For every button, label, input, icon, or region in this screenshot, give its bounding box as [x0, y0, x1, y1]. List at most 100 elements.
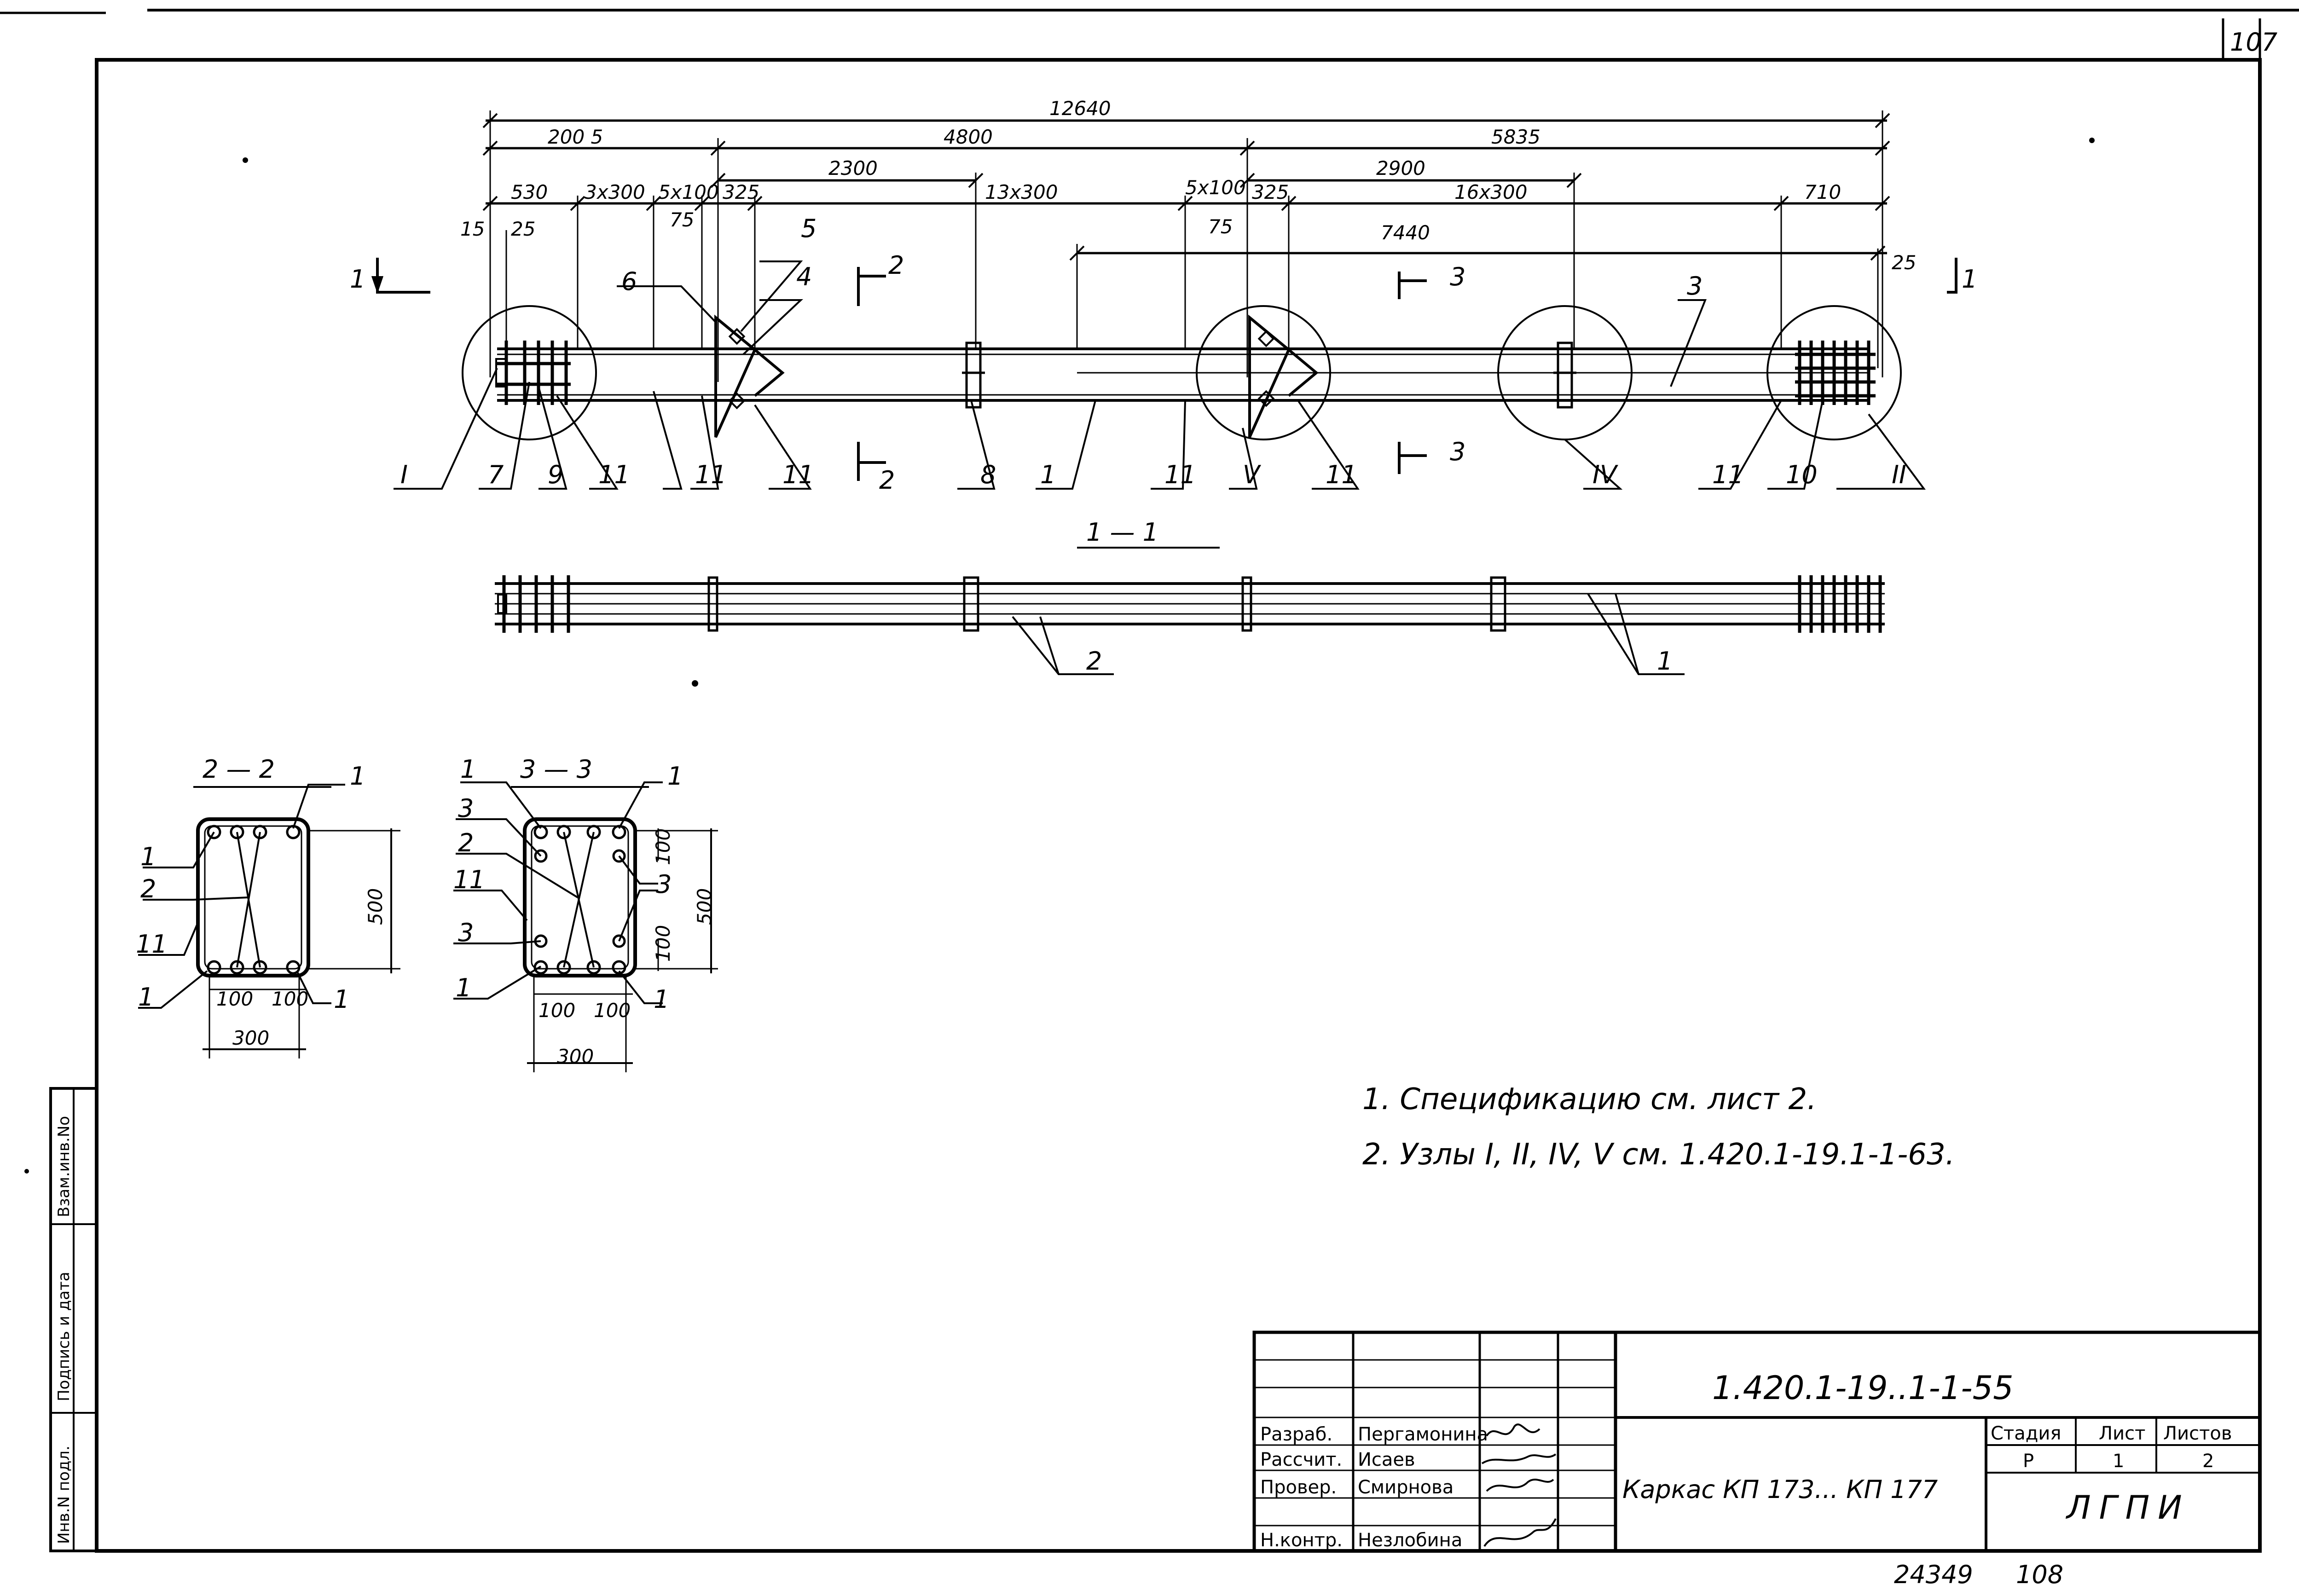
section-3-3-d100-a: 100 — [652, 828, 674, 865]
plan-dimension-texts: 12640 200 5 4800 5835 2300 2900 530 3x30… — [460, 97, 1916, 274]
pos-7: 7 — [488, 460, 504, 489]
section-3-3-d100-c: 100 — [539, 999, 575, 1022]
section-3-3-label-1: 1 — [460, 755, 476, 784]
stage-value: Р — [2023, 1451, 2034, 1472]
section-3-3-height: 500 — [693, 888, 716, 925]
dim-4800: 4800 — [944, 126, 993, 148]
drawing-frame — [95, 18, 2262, 1553]
elevation-1-1 — [495, 547, 1885, 675]
plan-view — [371, 110, 1957, 490]
pos-11-f: 11 — [1712, 460, 1744, 489]
section-2-top: 2 — [888, 251, 904, 280]
elevation-title: 1 — 1 — [1086, 518, 1158, 547]
pos-3: 3 — [1687, 272, 1703, 301]
side-stamp-replace: Взам.инв.No — [55, 1116, 73, 1217]
dim-2005: 200 5 — [548, 126, 603, 148]
pos-11-e: 11 — [1326, 460, 1357, 489]
section-2-2-label-4: 11 — [136, 930, 168, 959]
sheets-header: Листов — [2163, 1423, 2232, 1444]
name-calculated: Исаев — [1358, 1449, 1415, 1470]
signatures — [1481, 1423, 1557, 1547]
archive-number: 24349 — [1894, 1560, 1973, 1589]
section-2-bottom: 2 — [879, 466, 895, 495]
node-I: I — [400, 460, 408, 489]
pos-6: 6 — [621, 267, 637, 296]
elevation-pos-1: 1 — [1657, 647, 1673, 676]
side-stamp-inv: Инв.N подл. — [55, 1446, 73, 1544]
section-2-2-label-1: 1 — [350, 762, 365, 791]
dim-325-b: 325 — [1252, 181, 1289, 203]
section-3-3-width: 300 — [557, 1045, 594, 1068]
pos-11-b: 11 — [695, 460, 727, 489]
pos-5: 5 — [801, 214, 817, 243]
section-3-3-label-3: 3 — [458, 794, 474, 823]
section-3-3-d100-d: 100 — [594, 999, 631, 1022]
pos-11-c: 11 — [782, 460, 814, 489]
section-2-2-title: 2 — 2 — [203, 755, 275, 784]
section-2-2-label-2: 1 — [140, 842, 156, 871]
dim-2300: 2300 — [828, 157, 878, 179]
plan-labels: 1 1 2 2 3 3 6 5 4 3 I 7 9 11 11 11 8 1 1… — [350, 214, 1977, 495]
dim-3x300: 3x300 — [585, 181, 645, 203]
dim-325-a: 325 — [723, 181, 759, 203]
name-norm-control: Незлобина — [1358, 1530, 1462, 1551]
title-block — [1252, 1330, 2262, 1553]
node-V: V — [1243, 460, 1262, 489]
section-3-3-title: 3 — 3 — [520, 755, 592, 784]
section-2-2-label-5: 1 — [138, 983, 154, 1012]
section-3-bottom: 3 — [1450, 437, 1465, 466]
section-3-3-label-9: 3 — [656, 870, 672, 899]
dim-25-b: 25 — [1892, 251, 1916, 274]
role-norm-control: Н.контр. — [1260, 1530, 1343, 1551]
pos-9: 9 — [548, 460, 563, 489]
dim-total: 12640 — [1049, 97, 1111, 120]
role-developer: Разраб. — [1260, 1424, 1332, 1445]
dim-5x100-b: 5x100 — [1185, 176, 1246, 199]
section-3-3-label-4: 2 — [458, 828, 474, 857]
node-II: II — [1892, 460, 1906, 489]
notes: 1. Спецификацию см. лист 2. 2. Узлы I, I… — [1362, 1082, 1955, 1172]
stray-dots — [24, 138, 2095, 1174]
pos-4: 4 — [796, 262, 812, 291]
section-3-3-label-2: 1 — [667, 762, 683, 791]
page-number-top: 107 — [2230, 28, 2277, 57]
section-3-3-label-6: 3 — [458, 918, 474, 947]
section-2-2-width: 300 — [232, 1027, 269, 1049]
elevation-pos-2: 2 — [1086, 647, 1102, 676]
page-number-bottom: 108 — [2016, 1560, 2063, 1589]
section-3-3 — [453, 781, 718, 1072]
section-3-top: 3 — [1450, 262, 1465, 291]
sheet-value: 1 — [2113, 1451, 2124, 1472]
section-2-2-d100-b: 100 — [272, 988, 308, 1010]
dim-75-b: 75 — [1208, 215, 1233, 238]
section-3-3-labels: 3 — 3 1 1 3 2 11 3 1 1 3 500 300 100 100… — [453, 755, 716, 1068]
section-3-3-d100-b: 100 — [652, 925, 674, 962]
role-checked: Провер. — [1260, 1477, 1337, 1498]
name-checked: Смирнова — [1358, 1477, 1454, 1498]
sheet-header: Лист — [2099, 1423, 2145, 1444]
dim-7440: 7440 — [1381, 221, 1430, 244]
pos-1: 1 — [1040, 460, 1056, 489]
pos-11-a: 11 — [598, 460, 630, 489]
section-2-2-d100-a: 100 — [216, 988, 253, 1010]
dim-530: 530 — [511, 181, 548, 203]
doc-code: 1.420.1-19..1-1-55 — [1712, 1369, 2014, 1407]
pos-11-d: 11 — [1164, 460, 1196, 489]
section-3-3-label-7: 1 — [456, 973, 471, 1002]
section-2-2-height: 500 — [364, 888, 387, 925]
dim-75-a: 75 — [670, 208, 694, 231]
section-2-2-label-3: 2 — [140, 874, 156, 903]
title-block-texts: 1.420.1-19..1-1-55 Разраб. Рассчит. Пров… — [1260, 1369, 2232, 1551]
note-1: 1. Спецификацию см. лист 2. — [1362, 1082, 1817, 1116]
section-1-left: 1 — [350, 265, 365, 294]
drawing-title: Каркас КП 173... КП 177 — [1622, 1475, 1938, 1504]
dim-710: 710 — [1804, 181, 1841, 203]
note-2: 2. Узлы I, II, IV, V см. 1.420.1-19.1-1-… — [1362, 1138, 1955, 1172]
node-IV: IV — [1593, 460, 1619, 489]
dim-15: 15 — [460, 218, 485, 240]
stage-header: Стадия — [1991, 1423, 2061, 1444]
side-stamp-sign: Подпись и дата — [55, 1272, 73, 1401]
sheets-value: 2 — [2202, 1451, 2214, 1472]
section-3-3-label-8: 1 — [654, 985, 669, 1014]
